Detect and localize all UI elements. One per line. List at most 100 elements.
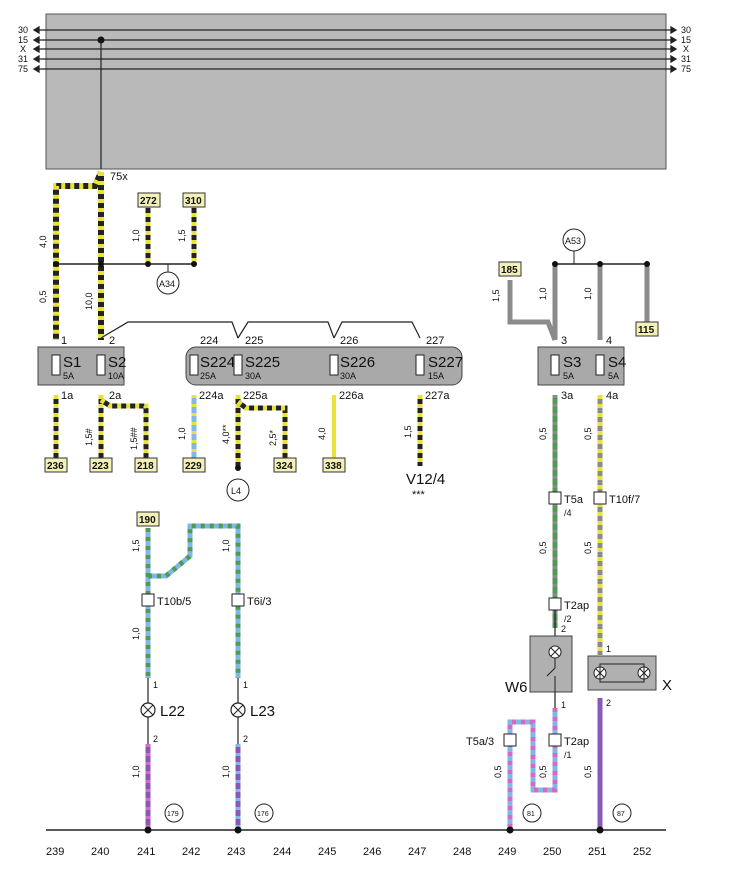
fuse-name: S227 (428, 354, 463, 371)
pin-label: 2 (561, 624, 566, 634)
wire-size: 0,5 (493, 765, 503, 778)
wire-size: 1,5 (403, 425, 413, 438)
fuse-name: S225 (245, 354, 280, 371)
fuse-s226: 226 S226 30A 226a (329, 335, 375, 402)
svg-text:272: 272 (140, 196, 157, 207)
component-w6: W6 2 1 (505, 624, 573, 710)
fuse-rating: 25A (200, 371, 216, 381)
splice-dot (235, 465, 241, 471)
track-number: 251 (588, 846, 606, 858)
splice-dot (644, 261, 650, 267)
pin-label: 2 (606, 698, 611, 708)
fuse-pin-in: 2 (109, 335, 115, 347)
wire-size: 0,5 (538, 427, 548, 440)
svg-text:310: 310 (185, 196, 202, 207)
connector-t10b: T10b/5 (141, 593, 191, 608)
fuse-rating: 15A (428, 371, 444, 381)
svg-text:223: 223 (92, 461, 109, 472)
svg-text:T2ap: T2ap (564, 600, 589, 612)
bus-labels-left: 30 15 X 31 75 (18, 25, 28, 74)
bus-label-right-30: 30 (681, 25, 691, 35)
fuse-s3: 3 S3 5A 3a (550, 335, 581, 402)
fuse-pin-out: 226a (339, 390, 364, 402)
connector-t10f: T10f/7 (593, 491, 640, 506)
svg-text:T2ap: T2ap (564, 736, 589, 748)
ref-box-190[interactable]: 190 (136, 511, 160, 527)
splice-dot (53, 261, 59, 267)
ref-box-229[interactable]: 229 (182, 457, 206, 473)
wire-size: 2,5* (268, 429, 278, 446)
pin-label: 2 (153, 734, 158, 744)
wire-size: 1,5 (177, 229, 187, 242)
ref-box-310[interactable]: 310 (182, 192, 206, 208)
wire-size: 1,5# (84, 428, 94, 446)
ref-box-338[interactable]: 338 (322, 457, 346, 473)
ref-box-272[interactable]: 272 (137, 192, 161, 208)
track-number: 245 (318, 846, 336, 858)
wire-size: 4,0** (221, 424, 231, 444)
track-numbers: 239 240 241 242 243 244 245 246 247 248 … (46, 846, 651, 858)
fuse-pin-out: 227a (425, 390, 450, 402)
bus-label-right-x: X (683, 44, 689, 54)
fuse-pin-in: 224 (200, 335, 218, 347)
wires-left (53, 170, 423, 468)
svg-text:/4: /4 (564, 508, 572, 518)
svg-text:W6: W6 (505, 679, 528, 696)
wire-size: 1,5 (131, 539, 141, 552)
svg-text:X: X (662, 677, 672, 694)
ref-box-324[interactable]: 324 (273, 457, 297, 473)
fuse-pin-in: 4 (606, 335, 612, 347)
fuse-pin-out: 224a (199, 390, 224, 402)
wire-size: 0,5 (583, 541, 593, 554)
fuse-pin-in: 227 (426, 335, 444, 347)
fuse-name: S4 (608, 354, 626, 371)
track-number: 248 (453, 846, 471, 858)
splice-dot (144, 826, 152, 834)
ref-box-236[interactable]: 236 (44, 457, 68, 473)
fuse-name: S1 (63, 354, 81, 371)
bus-label-left-75: 75 (18, 64, 28, 74)
bus-label-right-75: 75 (681, 64, 691, 74)
fuse-s224: 224 S224 25A 224a (189, 335, 235, 402)
bus-label-left-31: 31 (18, 54, 28, 64)
fuse-pin-in: 225 (245, 335, 263, 347)
pin-label: 2 (243, 734, 248, 744)
central-electrics-panel (45, 13, 667, 170)
bus-labels-right: 30 15 X 31 75 (681, 25, 691, 74)
splice-dot (191, 261, 197, 267)
connector-t6i: T6i/3 (231, 593, 271, 608)
connector-t2ap-1: T2ap /1 (548, 733, 589, 760)
component-v12: V12/4 (406, 471, 445, 488)
fuse-pin-out: 3a (561, 390, 574, 402)
bus-label-left-15: 15 (18, 35, 28, 45)
wire-size: 0,5 (583, 765, 593, 778)
connector-t5a-4: T5a /4 (548, 491, 584, 518)
splice-dot (597, 261, 603, 267)
fuse-rating: 5A (563, 371, 574, 381)
svg-text:A34: A34 (159, 279, 175, 289)
wire-size: 1,0 (583, 287, 593, 300)
fuse-s225: 225 S225 30A 225a (233, 335, 280, 402)
wire-size: 0,5 (538, 541, 548, 554)
pin-label: 1 (153, 680, 158, 690)
ref-box-185[interactable]: 185 (498, 261, 522, 277)
ref-box-218[interactable]: 218 (134, 457, 158, 473)
track-number: 246 (363, 846, 381, 858)
svg-text:T10b/5: T10b/5 (157, 596, 191, 608)
ground-179: 179 (164, 803, 184, 823)
wire-size: 0,5 (583, 427, 593, 440)
svg-text:L22: L22 (160, 703, 185, 720)
fuse-pin-in: 1 (61, 335, 67, 347)
svg-text:T5a/3: T5a/3 (466, 736, 494, 748)
svg-text:190: 190 (139, 515, 156, 526)
fuse-rating: 30A (245, 371, 261, 381)
ref-box-115[interactable]: 115 (635, 321, 659, 337)
splice-dot (596, 826, 604, 834)
ref-box-223[interactable]: 223 (89, 457, 113, 473)
wire-size: 1,0 (131, 627, 141, 640)
fuse-s227: 227 S227 15A 227a (415, 335, 463, 402)
track-number: 250 (543, 846, 561, 858)
pin-label: 1 (606, 644, 611, 654)
component-v12-note: *** (412, 489, 426, 501)
fuse-name: S2 (108, 354, 126, 371)
